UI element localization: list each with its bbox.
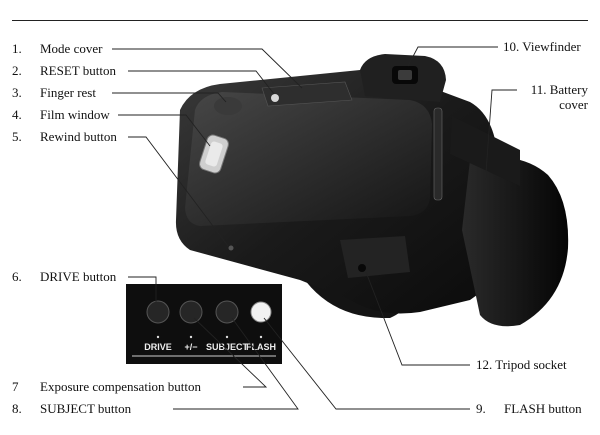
rewind-button-shape: [228, 245, 234, 251]
button-panel: DRIVE +/− SUBJECT FLASH: [126, 284, 282, 364]
label-flash-button: 9.FLASH button: [476, 401, 582, 416]
hand-strap: [450, 116, 520, 186]
label-reset-button: 2.RESET button: [12, 63, 116, 78]
panel-subject-label: SUBJECT: [206, 342, 249, 352]
label-tripod-socket: 12. Tripod socket: [476, 357, 567, 372]
leader-lines: [112, 46, 517, 410]
tripod-socket: [358, 264, 366, 272]
mode-cover: [261, 81, 353, 107]
exposure-button-shape: [179, 300, 203, 324]
finger-rest: [214, 97, 242, 115]
label-finger-rest: 3.Finger rest: [12, 85, 96, 100]
grip: [462, 157, 569, 327]
subject-button-shape: [215, 300, 239, 324]
camera-body: [175, 54, 569, 327]
top-rule: [12, 20, 588, 21]
reset-button-shape: [271, 94, 279, 102]
label-drive-button: 6.DRIVE button: [12, 269, 117, 284]
label-subject-button: 8.SUBJECT button: [12, 401, 132, 416]
tripod-plate: [340, 236, 410, 278]
panel-exposure-label: +/−: [184, 342, 197, 352]
panel-drive-label: DRIVE: [144, 342, 172, 352]
label-viewfinder: 10. Viewfinder: [503, 39, 581, 54]
label-film-window: 4.Film window: [12, 107, 110, 122]
label-mode-cover: 1.Mode cover: [12, 41, 103, 56]
label-rewind-button: 5.Rewind button: [12, 129, 117, 144]
back-door: [185, 92, 432, 226]
battery-cover: [433, 107, 443, 201]
drive-button-shape: [146, 300, 170, 324]
panel-flash-label: FLASH: [246, 342, 276, 352]
flash-button-shape: [250, 301, 272, 323]
label-battery-cover: 11. Battery cover: [530, 82, 588, 112]
